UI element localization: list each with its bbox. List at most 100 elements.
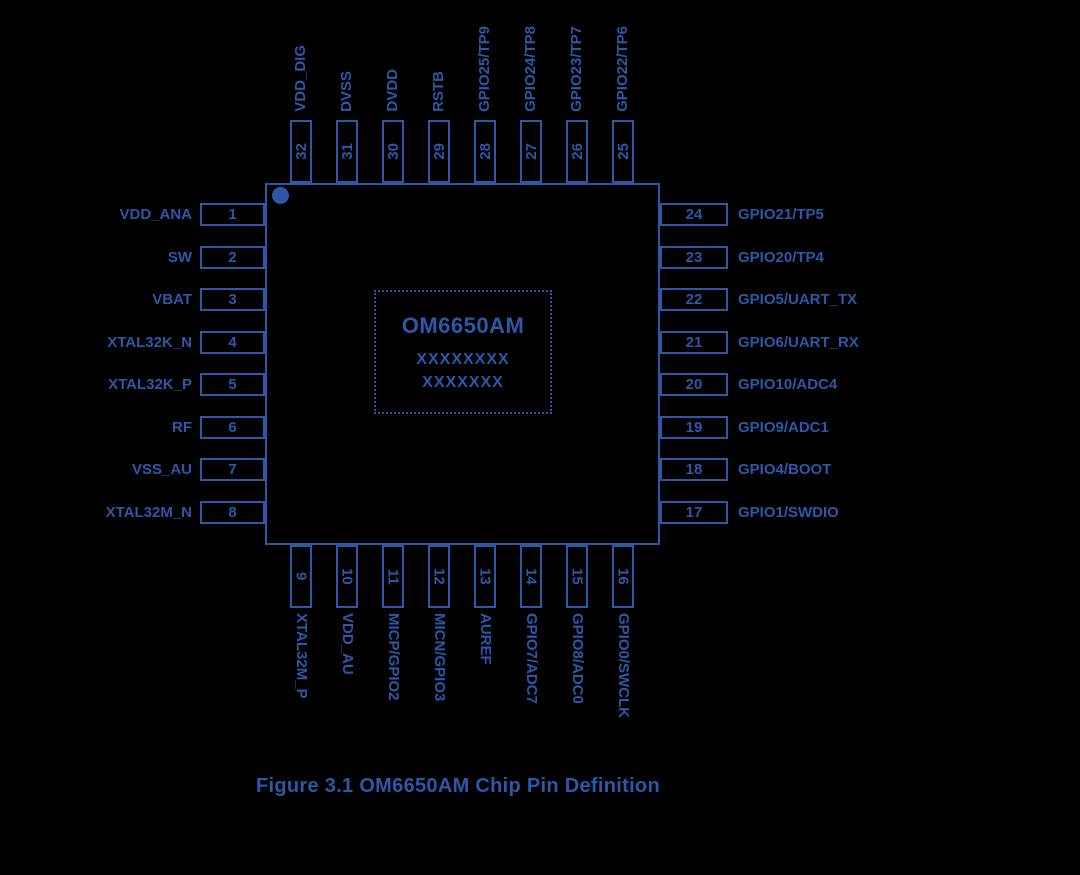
pin-label-auref: AUREF — [477, 613, 494, 665]
pin-box-24: 24 — [660, 203, 728, 226]
pin1-indicator-dot — [272, 187, 289, 204]
pin-number-20: 20 — [685, 376, 703, 393]
pin-label-micn-gpio3: MICN/GPIO3 — [431, 613, 448, 702]
pin-label-micp-gpio2: MICP/GPIO2 — [385, 613, 402, 701]
pin-number-18: 18 — [685, 461, 703, 478]
pin-label-dvss: DVSS — [338, 71, 355, 112]
pin-number-25: 25 — [614, 143, 632, 160]
pin-label-gpio9-adc1: GPIO9/ADC1 — [738, 419, 829, 436]
pin-label-vdd-ana: VDD_ANA — [119, 206, 192, 223]
pin-number-9: 9 — [292, 572, 310, 581]
pin-number-16: 16 — [614, 568, 632, 585]
pin-label-gpio21-tp5: GPIO21/TP5 — [738, 206, 824, 223]
pin-box-18: 18 — [660, 458, 728, 481]
pin-box-16: 16 — [612, 545, 634, 608]
pin-label-gpio5-uart-tx: GPIO5/UART_TX — [738, 291, 858, 308]
pin-label-gpio0-swclk: GPIO0/SWCLK — [615, 613, 632, 719]
pin-label-dvdd: DVDD — [384, 69, 401, 112]
pin-number-3: 3 — [228, 291, 237, 308]
pin-number-12: 12 — [430, 568, 448, 585]
pin-box-29: 29 — [428, 120, 450, 183]
pin-number-1: 1 — [228, 206, 237, 223]
pin-box-8: 8 — [200, 501, 265, 524]
pin-box-1: 1 — [200, 203, 265, 226]
pin-number-11: 11 — [384, 568, 402, 585]
pin-label-rstb: RSTB — [430, 71, 447, 112]
pin-box-28: 28 — [474, 120, 496, 183]
pin-box-30: 30 — [382, 120, 404, 183]
pin-number-17: 17 — [685, 504, 703, 521]
pin-label-gpio24-tp8: GPIO24/TP8 — [522, 26, 539, 112]
pin-label-gpio22-tp6: GPIO22/TP6 — [614, 26, 631, 112]
pin-box-19: 19 — [660, 416, 728, 439]
chip-marking-box: OM6650AM XXXXXXXX XXXXXXX — [374, 290, 552, 414]
pin-number-31: 31 — [338, 143, 356, 160]
pin-label-gpio7-adc7: GPIO7/ADC7 — [523, 613, 540, 704]
pin-number-22: 22 — [685, 291, 703, 308]
pin-number-8: 8 — [228, 504, 237, 521]
pin-box-3: 3 — [200, 288, 265, 311]
pin-box-5: 5 — [200, 373, 265, 396]
chip-marking-line2: XXXXXXXX — [416, 350, 510, 368]
pin-label-sw: SW — [167, 249, 192, 266]
pin-label-gpio25-tp9: GPIO25/TP9 — [476, 26, 493, 112]
pin-box-22: 22 — [660, 288, 728, 311]
pin-box-12: 12 — [428, 545, 450, 608]
pin-number-26: 26 — [568, 143, 586, 160]
pin-number-27: 27 — [522, 143, 540, 160]
chip-name: OM6650AM — [401, 312, 525, 338]
pin-number-14: 14 — [522, 568, 540, 585]
pin-box-25: 25 — [612, 120, 634, 183]
pin-number-7: 7 — [228, 461, 237, 478]
pin-number-13: 13 — [476, 568, 494, 585]
pin-label-gpio4-boot: GPIO4/BOOT — [738, 461, 832, 478]
pin-label-gpio20-tp4: GPIO20/TP4 — [738, 249, 824, 266]
pin-number-21: 21 — [685, 334, 703, 351]
pin-label-vdd-dig: VDD_DIG — [292, 45, 309, 112]
pin-label-vss-au: VSS_AU — [131, 461, 192, 478]
pin-box-27: 27 — [520, 120, 542, 183]
pin-box-7: 7 — [200, 458, 265, 481]
pin-number-2: 2 — [228, 249, 237, 266]
chip-body — [265, 183, 660, 545]
pin-label-gpio8-adc0: GPIO8/ADC0 — [569, 613, 586, 704]
pin-box-2: 2 — [200, 246, 265, 269]
pin-number-23: 23 — [685, 249, 703, 266]
pin-number-24: 24 — [685, 206, 703, 223]
pin-label-vbat: VBAT — [152, 291, 192, 308]
pin-number-29: 29 — [430, 143, 448, 160]
pin-box-23: 23 — [660, 246, 728, 269]
pin-box-6: 6 — [200, 416, 265, 439]
pin-box-14: 14 — [520, 545, 542, 608]
pin-number-4: 4 — [228, 334, 237, 351]
pin-label-xtal32m-p: XTAL32M_P — [293, 613, 310, 699]
figure-caption: Figure 3.1 OM6650AM Chip Pin Definition — [256, 775, 660, 797]
pin-label-vdd-au: VDD_AU — [339, 613, 356, 675]
pin-box-13: 13 — [474, 545, 496, 608]
pin-label-rf: RF — [172, 419, 192, 436]
pin-number-10: 10 — [338, 568, 356, 585]
pin-box-21: 21 — [660, 331, 728, 354]
pin-box-17: 17 — [660, 501, 728, 524]
pin-number-19: 19 — [685, 419, 703, 436]
pin-label-xtal32k-p: XTAL32K_P — [108, 376, 192, 393]
pin-number-6: 6 — [228, 419, 237, 436]
pin-box-11: 11 — [382, 545, 404, 608]
pin-label-gpio1-swdio: GPIO1/SWDIO — [738, 504, 839, 521]
pin-label-gpio23-tp7: GPIO23/TP7 — [568, 26, 585, 112]
pin-number-30: 30 — [384, 143, 402, 160]
pin-box-9: 9 — [290, 545, 312, 608]
pin-box-10: 10 — [336, 545, 358, 608]
pin-box-15: 15 — [566, 545, 588, 608]
pin-box-26: 26 — [566, 120, 588, 183]
pin-box-4: 4 — [200, 331, 265, 354]
pin-box-20: 20 — [660, 373, 728, 396]
pin-label-gpio10-adc4: GPIO10/ADC4 — [738, 376, 838, 393]
pin-number-5: 5 — [228, 376, 237, 393]
pin-box-32: 32 — [290, 120, 312, 183]
pin-label-xtal32m-n: XTAL32M_N — [105, 504, 192, 521]
pin-number-28: 28 — [476, 143, 494, 160]
pin-label-gpio6-uart-rx: GPIO6/UART_RX — [738, 334, 859, 351]
pin-number-15: 15 — [568, 568, 586, 585]
